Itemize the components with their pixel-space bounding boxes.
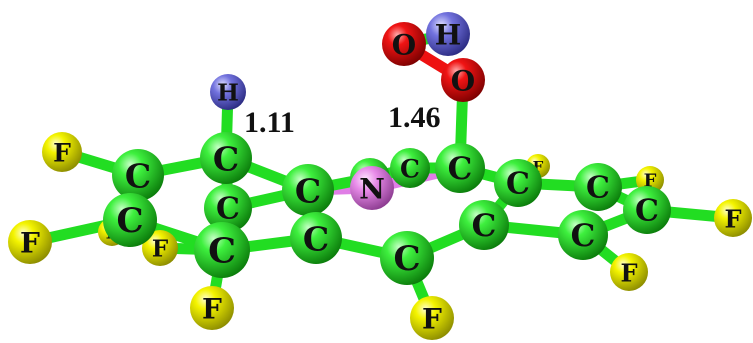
atom-sphere — [282, 164, 334, 216]
atom-sphere — [623, 186, 671, 234]
atom-f3: F — [142, 230, 178, 266]
atom-sphere — [459, 200, 509, 250]
atom-sphere — [441, 58, 485, 102]
atom-sphere — [714, 199, 752, 237]
atom-f5: F — [410, 296, 454, 340]
atom-o2: O — [382, 22, 426, 66]
atom-c13: C — [574, 163, 622, 211]
distance-label-layer: 1.11 1.46 — [244, 101, 441, 139]
atom-c7: C — [290, 212, 342, 264]
atom-symbol-label: O — [392, 29, 416, 62]
atom-sphere — [200, 132, 252, 184]
atom-c5: C — [194, 222, 250, 278]
atom-symbol-label: H — [217, 80, 239, 107]
distance-label-h-c: 1.11 — [244, 106, 295, 139]
atom-symbol-label: N — [359, 173, 385, 206]
atom-f1: F — [42, 132, 82, 172]
atom-symbol-label: C — [208, 231, 236, 272]
atom-c12: C — [459, 200, 509, 250]
atom-symbol-label: C — [472, 208, 497, 244]
atom-c9: C — [390, 148, 430, 188]
atom-sphere — [610, 253, 648, 291]
atom-symbol-label: F — [53, 139, 71, 168]
atom-symbol-label: C — [448, 151, 473, 187]
atom-symbol-label: H — [435, 19, 461, 52]
atom-sphere — [558, 210, 608, 260]
distance-label-o-c: 1.46 — [388, 101, 441, 134]
atom-sphere — [350, 166, 394, 210]
atom-symbol-label: F — [202, 293, 222, 326]
atom-c3: C — [200, 132, 252, 184]
atom-symbol-label: F — [20, 227, 40, 260]
atom-sphere — [42, 132, 82, 172]
atom-c4: C — [204, 184, 252, 232]
atom-symbol-label: O — [451, 65, 475, 98]
atom-h2: H — [426, 12, 470, 56]
atom-sphere — [194, 222, 250, 278]
atom-c15: C — [623, 186, 671, 234]
atom-symbol-label: C — [303, 220, 329, 259]
atom-sphere — [410, 296, 454, 340]
atom-sphere — [426, 12, 470, 56]
atom-c10: C — [435, 143, 485, 193]
atom-sphere — [210, 74, 246, 110]
atom-sphere — [435, 143, 485, 193]
atom-f7: F — [714, 199, 752, 237]
atom-symbol-label: C — [571, 218, 596, 254]
atom-symbol-label: F — [422, 303, 442, 336]
atom-o1: O — [441, 58, 485, 102]
atom-symbol-label: C — [635, 194, 659, 229]
atom-sphere — [8, 220, 52, 264]
atom-symbol-label: C — [213, 140, 239, 179]
atom-symbol-label: C — [506, 167, 530, 202]
atom-symbol-label: F — [620, 259, 637, 288]
atom-c8: C — [380, 231, 434, 285]
atom-f4: F — [190, 286, 234, 330]
atom-n1: N — [350, 166, 394, 210]
atom-symbol-label: C — [125, 157, 151, 196]
atom-f6: F — [610, 253, 648, 291]
atom-sphere — [290, 212, 342, 264]
atom-sphere — [574, 163, 622, 211]
atom-symbol-label: C — [295, 172, 321, 211]
atom-sphere — [112, 149, 164, 201]
atom-symbol-label: C — [116, 201, 143, 241]
atom-c11: C — [494, 159, 542, 207]
atom-symbol-label: C — [216, 192, 240, 227]
atom-symbol-label: C — [586, 171, 610, 206]
atom-sphere — [142, 230, 178, 266]
atom-sphere — [382, 22, 426, 66]
atom-h1: H — [210, 74, 246, 110]
atom-sphere — [380, 231, 434, 285]
atom-layer: FFFFHFFFCCFFFNOOHCCCCCCCCCCCCCC — [8, 12, 752, 340]
atom-f2: F — [8, 220, 52, 264]
atom-sphere — [390, 148, 430, 188]
atom-symbol-label: F — [724, 205, 741, 234]
atom-symbol-label: C — [400, 155, 420, 184]
atom-symbol-label: F — [533, 158, 544, 176]
atom-symbol-label: F — [152, 236, 169, 263]
atom-c1: C — [112, 149, 164, 201]
atom-sphere — [190, 286, 234, 330]
atom-sphere — [494, 159, 542, 207]
atom-sphere — [204, 184, 252, 232]
atom-symbol-label: C — [393, 239, 420, 279]
atom-c6: C — [282, 164, 334, 216]
atom-sphere — [103, 193, 157, 247]
atom-c14: C — [558, 210, 608, 260]
atom-c2: C — [103, 193, 157, 247]
